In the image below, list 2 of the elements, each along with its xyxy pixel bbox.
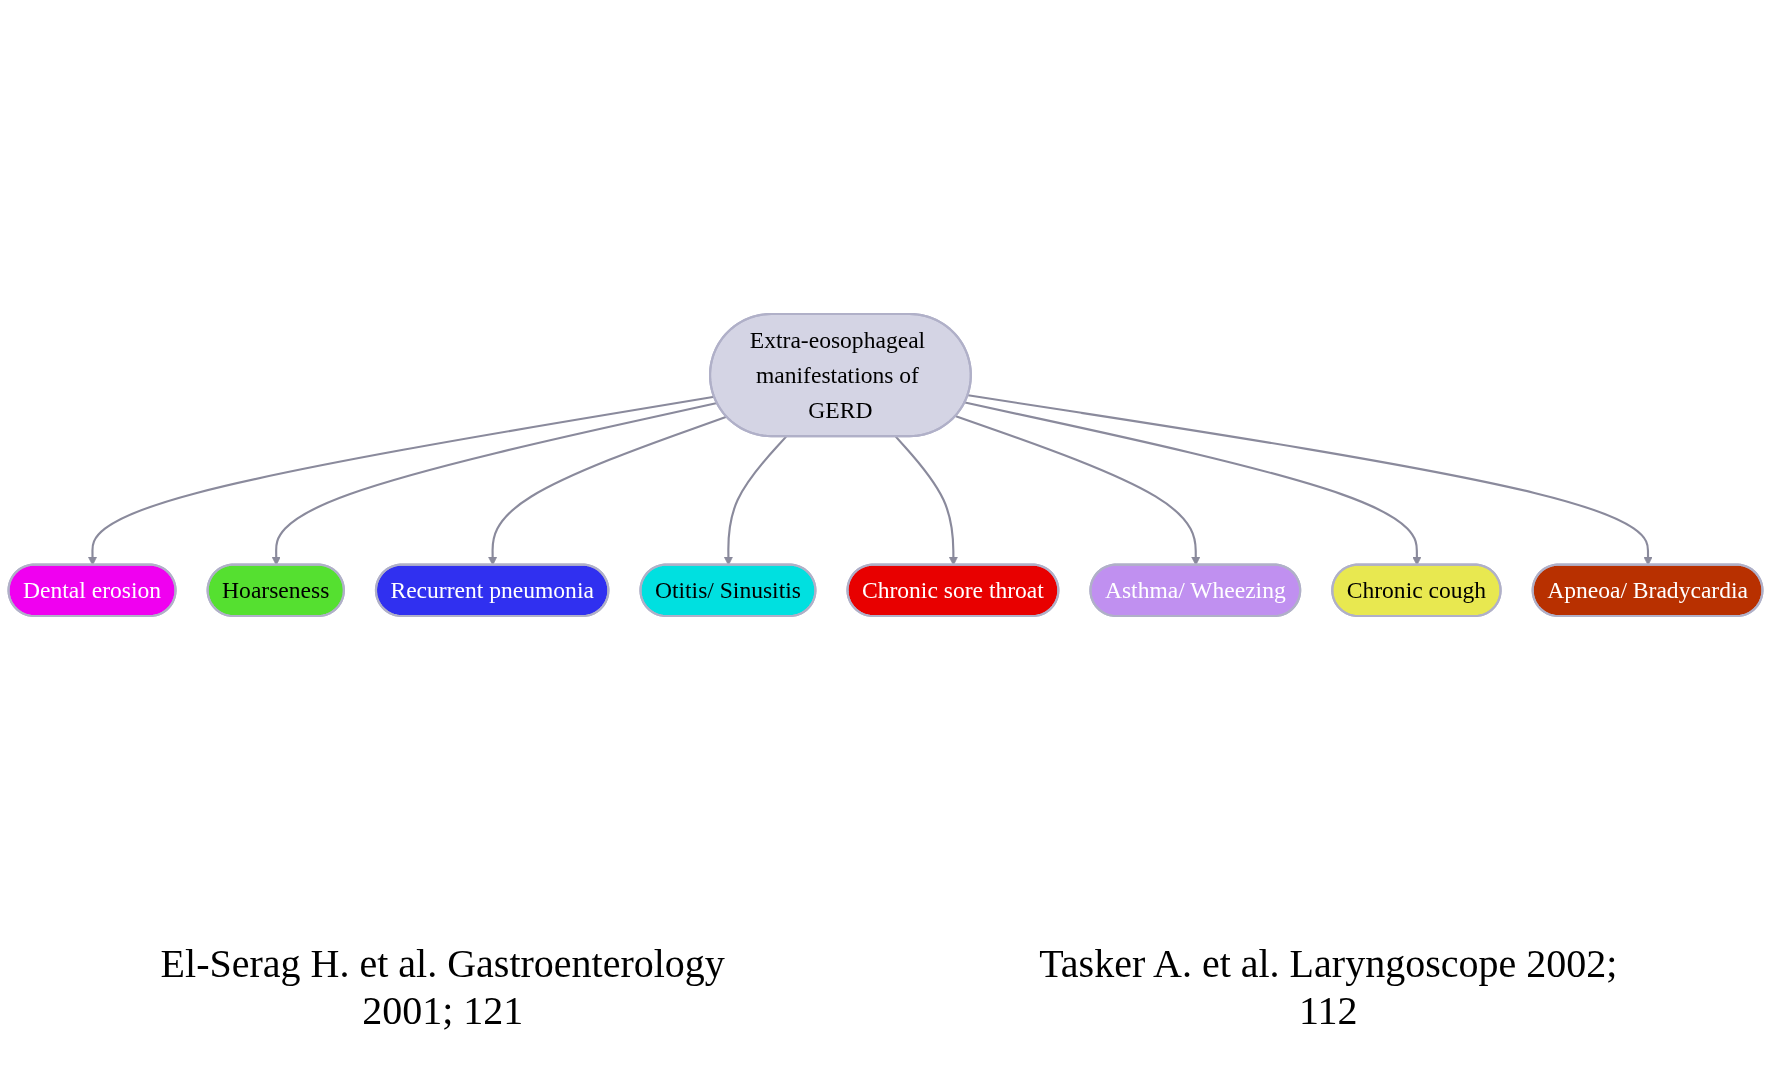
citation: Tasker A. et al. Laryngoscope 2002; 112	[1038, 940, 1619, 1034]
citation: El-Serag H. et al. Gastroenterology 2001; 121	[159, 940, 726, 1034]
